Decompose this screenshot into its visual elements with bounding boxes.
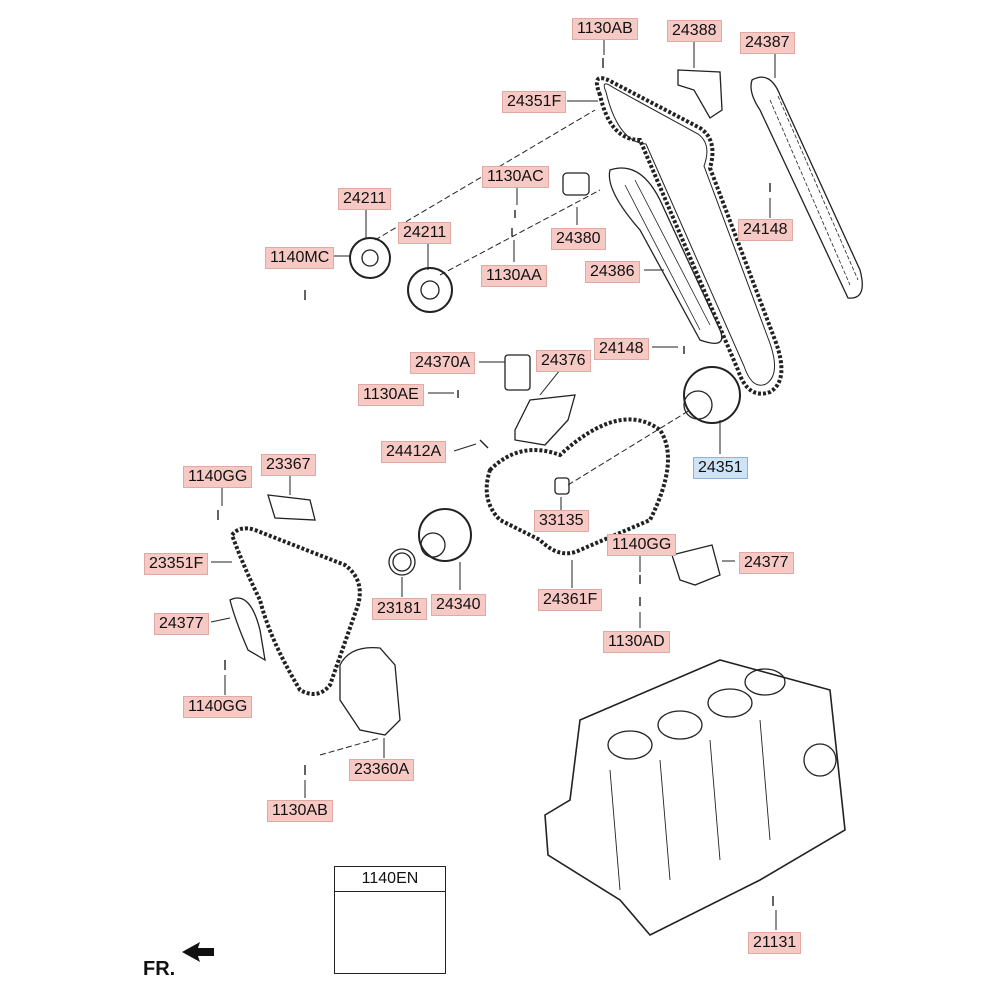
part-label-24361F: 24361F bbox=[538, 589, 603, 611]
part-label-1130AE: 1130AE bbox=[358, 384, 424, 406]
part-label-24370A: 24370A bbox=[410, 352, 476, 374]
part-label-24351: 24351 bbox=[693, 457, 748, 479]
part-label-1140GG-top: 1140GG bbox=[183, 466, 253, 488]
part-label-1130AD: 1130AD bbox=[603, 631, 670, 653]
part-label-23360A: 23360A bbox=[349, 759, 415, 781]
tensioner-24380 bbox=[562, 172, 590, 196]
oil-pump-23360A bbox=[339, 646, 401, 736]
bolt-icons bbox=[217, 58, 774, 906]
part-label-24376: 24376 bbox=[536, 350, 591, 372]
part-label-1130AB-top: 1130AB bbox=[572, 18, 638, 40]
sprocket-24351 bbox=[683, 366, 741, 424]
part-33135 bbox=[554, 477, 570, 495]
engine-block bbox=[544, 659, 846, 936]
chain-guide-24386 bbox=[608, 167, 723, 344]
part-label-1130AB-bottom: 1130AB bbox=[267, 800, 333, 822]
part-label-1130AA: 1130AA bbox=[481, 265, 547, 287]
part-label-23351F: 23351F bbox=[144, 553, 209, 575]
part-label-23367: 23367 bbox=[261, 454, 316, 476]
inset-title: 1140EN bbox=[335, 867, 445, 892]
part-label-24412A: 24412A bbox=[381, 441, 447, 463]
part-label-1140GG-bottom: 1140GG bbox=[183, 696, 253, 718]
part-label-24211-right: 24211 bbox=[398, 222, 452, 244]
part-label-24377-right: 24377 bbox=[739, 552, 794, 574]
bracket-24377-right bbox=[671, 544, 721, 586]
part-label-1140GG-mid: 1140GG bbox=[607, 534, 677, 556]
part-label-1130AC: 1130AC bbox=[482, 166, 549, 188]
lower-chain bbox=[484, 417, 670, 556]
part-label-21131: 21131 bbox=[748, 932, 802, 954]
sprocket-24340 bbox=[418, 508, 472, 562]
bracket-24388 bbox=[677, 69, 723, 119]
tensioner-24370A bbox=[504, 354, 531, 391]
front-arrow-icon bbox=[182, 942, 214, 962]
tensioner-24376 bbox=[514, 394, 576, 446]
part-label-1140MC: 1140MC bbox=[265, 247, 335, 269]
part-label-24148-mid: 24148 bbox=[594, 338, 649, 360]
part-label-23181: 23181 bbox=[372, 598, 427, 620]
chain-guide-24387 bbox=[750, 76, 863, 299]
part-label-24386: 24386 bbox=[585, 261, 640, 283]
part-label-24377-left: 24377 bbox=[154, 613, 209, 635]
part-label-33135: 33135 bbox=[534, 510, 589, 532]
part-label-24387: 24387 bbox=[740, 32, 795, 54]
part-label-24148-top: 24148 bbox=[738, 219, 793, 241]
cam-sprocket-right bbox=[407, 267, 453, 313]
ring-23181 bbox=[388, 548, 416, 576]
part-label-24388: 24388 bbox=[667, 20, 722, 42]
oil-pump-chain bbox=[229, 526, 362, 696]
cam-sprocket-left bbox=[349, 237, 391, 279]
part-label-24351F: 24351F bbox=[502, 91, 567, 113]
part-label-24211-left: 24211 bbox=[338, 188, 392, 210]
inset-box: 1140EN bbox=[334, 866, 446, 974]
upper-chain bbox=[595, 76, 784, 396]
part-label-24340: 24340 bbox=[431, 594, 486, 616]
direction-label: FR. bbox=[143, 958, 176, 980]
tensioner-23367 bbox=[267, 494, 316, 521]
guide-24377-left bbox=[229, 597, 266, 662]
part-label-24380: 24380 bbox=[551, 228, 606, 250]
